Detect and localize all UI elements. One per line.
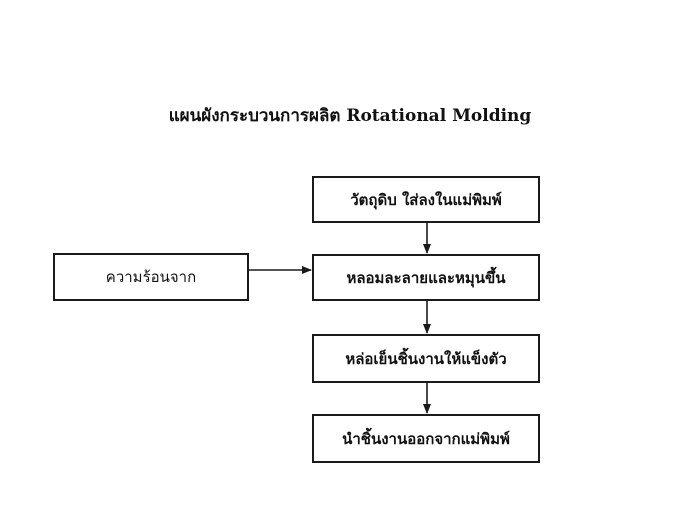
heat-source-label: ความร้อนจาก — [105, 268, 197, 286]
diagram-title: แผนผังกระบวนการผลิต Rotational Molding — [168, 106, 532, 126]
step-label-load-material: วัตถุดิบ ใส่ลงในแม่พิมพ์ — [350, 190, 502, 209]
step-box-cool-harden: หล่อเย็นชิ้นงานให้แข็งตัว — [312, 334, 540, 383]
step-box-remove-part: นำชิ้นงานออกจากแม่พิมพ์ — [312, 414, 540, 463]
step-label-melt-rotate: หลอมละลายและหมุนขึ้น — [346, 268, 506, 287]
step-box-melt-rotate: หลอมละลายและหมุนขึ้น — [312, 254, 540, 301]
step-label-cool-harden: หล่อเย็นชิ้นงานให้แข็งตัว — [345, 349, 507, 368]
step-label-remove-part: นำชิ้นงานออกจากแม่พิมพ์ — [342, 429, 510, 448]
heat-source-box: ความร้อนจาก — [53, 253, 249, 301]
step-box-load-material: วัตถุดิบ ใส่ลงในแม่พิมพ์ — [312, 176, 540, 223]
